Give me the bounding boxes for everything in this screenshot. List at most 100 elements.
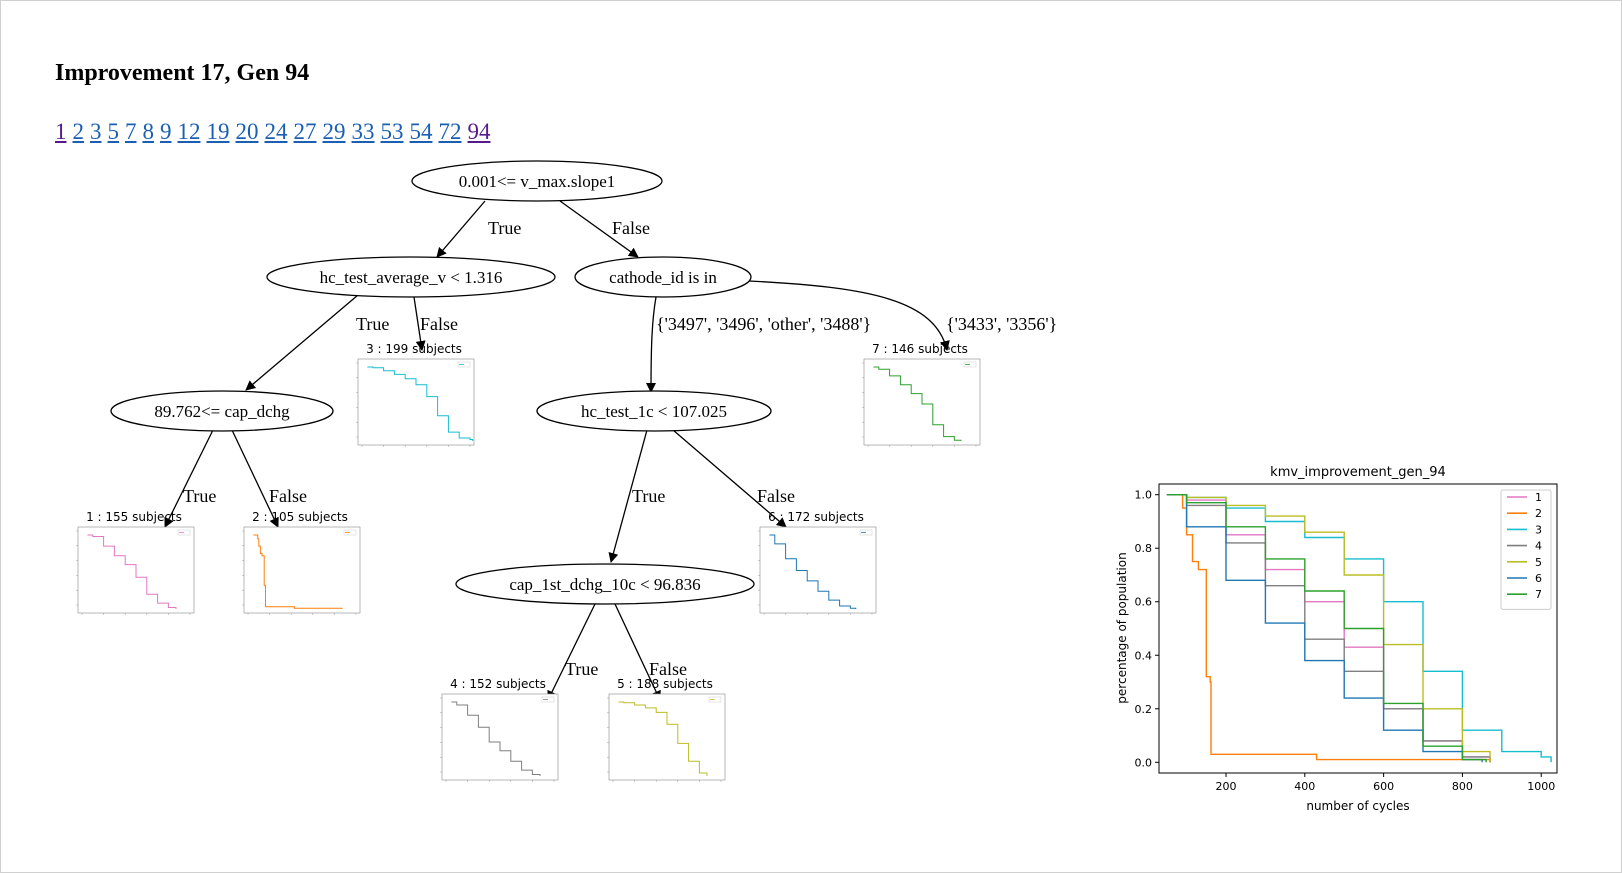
gen-link-20[interactable]: 20 <box>235 119 259 144</box>
gen-link-53[interactable]: 53 <box>380 119 404 144</box>
edge-cap1st-false <box>614 603 661 701</box>
edge-label-cathode-left: {'3497', '3496', 'other', '3488'} <box>656 314 871 334</box>
chart-ytick-label: 0.2 <box>1135 703 1153 716</box>
gen-link-9[interactable]: 9 <box>160 119 172 144</box>
edge-cathode-left <box>646 296 657 393</box>
chart-legend-label: 4 <box>1535 540 1542 553</box>
gen-link-19[interactable]: 19 <box>206 119 230 144</box>
chart-legend-label: 7 <box>1535 588 1542 601</box>
gen-link-27[interactable]: 27 <box>293 119 317 144</box>
leaf-legend-box <box>343 529 357 536</box>
leaf-curve <box>769 534 857 609</box>
leaf-title: 6 : 172 subjects <box>768 510 864 524</box>
edge-label-cap1st-false: False <box>649 659 687 679</box>
gen-link-29[interactable]: 29 <box>322 119 346 144</box>
node-cathode-id[interactable]: cathode_id is in <box>574 256 752 298</box>
chart-ytick-label: 0.6 <box>1135 596 1153 609</box>
leaf-7[interactable]: 7 : 146 subjects <box>862 342 981 447</box>
leaf-curve <box>253 534 343 609</box>
leaf-curve <box>618 701 708 776</box>
gen-link-24[interactable]: 24 <box>264 119 288 144</box>
gen-link-3[interactable]: 3 <box>90 119 102 144</box>
node-root[interactable]: 0.001<= v_max.slope1 <box>411 160 663 202</box>
leaf-plot-frame <box>441 693 559 781</box>
edge-label-capdchg-false: False <box>269 486 307 506</box>
node-cap-dchg-label: 89.762<= cap_dchg <box>154 402 290 421</box>
tree-edges <box>164 200 950 701</box>
edge-label-root-false: False <box>612 218 650 238</box>
gen-link-54[interactable]: 54 <box>409 119 433 144</box>
node-cap-dchg[interactable]: 89.762<= cap_dchg <box>110 390 334 432</box>
edge-capdchg-false <box>231 429 279 528</box>
leaf-legend-box <box>541 696 555 703</box>
edge-label-hc1c-false: False <box>757 486 795 506</box>
chart-xtick-label: 600 <box>1373 780 1394 793</box>
edge-label-hcavg-false: False <box>420 314 458 334</box>
chart-legend-label: 6 <box>1535 572 1542 585</box>
leaf-title: 3 : 199 subjects <box>366 342 462 356</box>
leaf-plot-frame <box>357 358 475 446</box>
leaf-curve <box>367 366 474 441</box>
edge-label-hcavg-true: True <box>356 314 389 334</box>
node-hc-test-average-label: hc_test_average_v < 1.316 <box>320 268 503 287</box>
leaf-curve <box>873 366 962 441</box>
node-cap-1st-dchg-label: cap_1st_dchg_10c < 96.836 <box>509 575 700 594</box>
chart-ytick-label: 0.8 <box>1135 542 1153 555</box>
edge-cathode-right <box>748 280 950 351</box>
tree-nodes: 0.001<= v_max.slope1 hc_test_average_v <… <box>110 160 772 605</box>
leaf-legend-box <box>963 361 977 368</box>
node-cathode-id-label: cathode_id is in <box>609 268 717 287</box>
chart-legend-label: 1 <box>1535 491 1542 504</box>
node-root-label: 0.001<= v_max.slope1 <box>459 172 616 191</box>
edge-label-cap1st-true: True <box>565 659 598 679</box>
chart-legend-box <box>1500 489 1552 610</box>
leaf-legend-box <box>457 361 471 368</box>
gen-link-94[interactable]: 94 <box>467 119 491 144</box>
leaf-curve <box>87 534 177 609</box>
edge-hcavg-false <box>413 296 426 351</box>
gen-link-1[interactable]: 1 <box>55 119 67 144</box>
chart-legend-label: 3 <box>1535 523 1542 536</box>
edge-label-capdchg-true: True <box>183 486 216 506</box>
leaf-legend-box <box>177 529 191 536</box>
edge-label-hc1c-true: True <box>632 486 665 506</box>
leaf-2[interactable]: 2 : 105 subjects <box>242 510 361 615</box>
node-hc-test-average[interactable]: hc_test_average_v < 1.316 <box>266 256 556 298</box>
node-hc-test-1c-label: hc_test_1c < 107.025 <box>581 402 727 421</box>
leaf-title: 2 : 105 subjects <box>252 510 348 524</box>
leaf-6[interactable]: 6 : 172 subjects <box>758 510 877 615</box>
gen-link-12[interactable]: 12 <box>177 119 201 144</box>
edge-label-root-true: True <box>488 218 521 238</box>
leaf-legend-box <box>708 696 722 703</box>
edge-cap1st-true <box>547 603 596 701</box>
edge-hc1c-true <box>608 429 648 563</box>
leaf-title: 5 : 188 subjects <box>617 677 713 691</box>
gen-link-33[interactable]: 33 <box>351 119 375 144</box>
leaf-curve <box>451 701 541 776</box>
gen-link-72[interactable]: 72 <box>438 119 462 144</box>
chart-legend-label: 5 <box>1535 556 1542 569</box>
chart-xlabel: number of cycles <box>1306 799 1409 813</box>
chart-xtick-label: 400 <box>1294 780 1315 793</box>
gen-link-7[interactable]: 7 <box>125 119 137 144</box>
leaf-5[interactable]: 5 : 188 subjects <box>607 677 726 782</box>
chart-xtick-label: 1000 <box>1527 780 1555 793</box>
gen-link-5[interactable]: 5 <box>107 119 120 144</box>
leaf-title: 7 : 146 subjects <box>872 342 968 356</box>
leaf-plot-frame <box>608 693 726 781</box>
leaf-3[interactable]: 3 : 199 subjects <box>356 342 475 447</box>
leaf-title: 1 : 155 subjects <box>86 510 182 524</box>
chart-title: kmv_improvement_gen_94 <box>1270 465 1446 480</box>
chart-xtick-label: 200 <box>1215 780 1236 793</box>
node-hc-test-1c[interactable]: hc_test_1c < 107.025 <box>536 390 772 432</box>
leaf-1[interactable]: 1 : 155 subjects <box>76 510 195 615</box>
chart-xtick-label: 800 <box>1452 780 1473 793</box>
leaf-4[interactable]: 4 : 152 subjects <box>440 677 559 782</box>
node-cap-1st-dchg[interactable]: cap_1st_dchg_10c < 96.836 <box>455 563 755 605</box>
gen-link-2[interactable]: 2 <box>72 119 85 144</box>
chart-ylabel: percentage of population <box>1115 552 1129 703</box>
gen-link-8[interactable]: 8 <box>142 119 155 144</box>
